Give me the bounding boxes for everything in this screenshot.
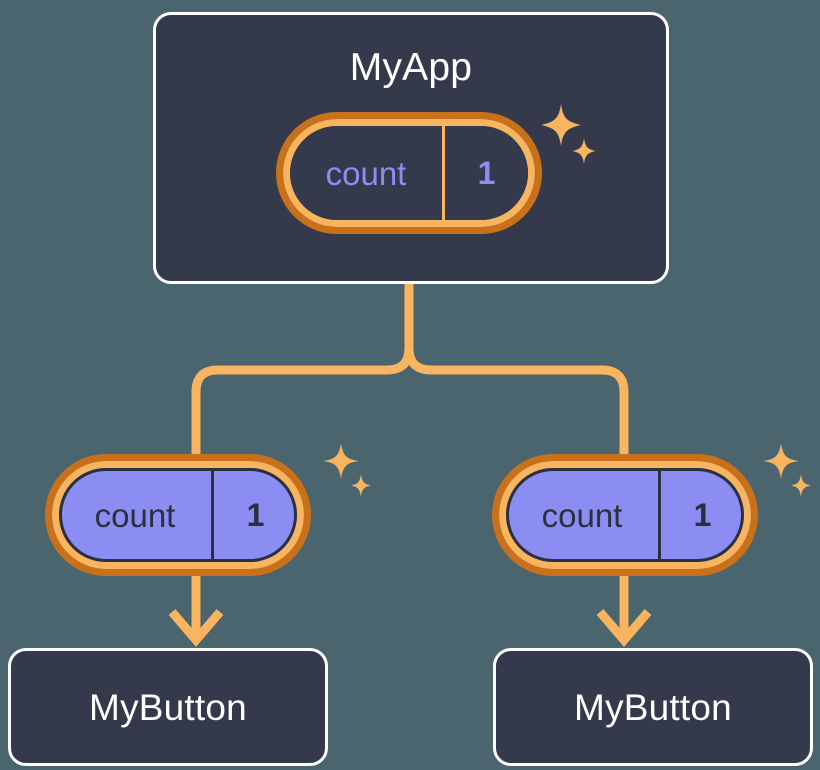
- state-pill-left[interactable]: count 1: [45, 454, 311, 576]
- state-pill-right[interactable]: count 1: [492, 454, 758, 576]
- state-pill-root[interactable]: count 1: [276, 112, 542, 234]
- component-title-mybutton-right: MyButton: [574, 686, 732, 728]
- sparkle-icon-left: [322, 443, 372, 503]
- component-title-mybutton-left: MyButton: [89, 686, 247, 728]
- arrow-head-left: [168, 609, 224, 647]
- fork-wire-left: [191, 347, 414, 457]
- component-card-mybutton-right[interactable]: MyButton: [493, 648, 813, 766]
- state-value-left: 1: [246, 497, 265, 533]
- state-pill-right-inner: count 1: [506, 468, 744, 562]
- state-pill-divider-left: [211, 468, 214, 562]
- state-value-right: 1: [693, 497, 712, 533]
- state-pill-left-inner: count 1: [59, 468, 297, 562]
- state-key-right: count: [541, 496, 623, 534]
- arrow-head-right: [596, 609, 652, 647]
- component-title-myapp: MyApp: [349, 46, 473, 89]
- state-key-left: count: [94, 496, 176, 534]
- state-pill-divider-root: [442, 126, 445, 220]
- state-key-root: count: [325, 154, 407, 192]
- component-card-mybutton-left[interactable]: MyButton: [8, 648, 328, 766]
- state-value-root: 1: [477, 155, 496, 191]
- state-pill-divider-right: [658, 468, 661, 562]
- sparkle-icon-right: [762, 443, 812, 503]
- fork-wire-right: [404, 347, 629, 457]
- state-pill-root-inner: count 1: [290, 126, 528, 220]
